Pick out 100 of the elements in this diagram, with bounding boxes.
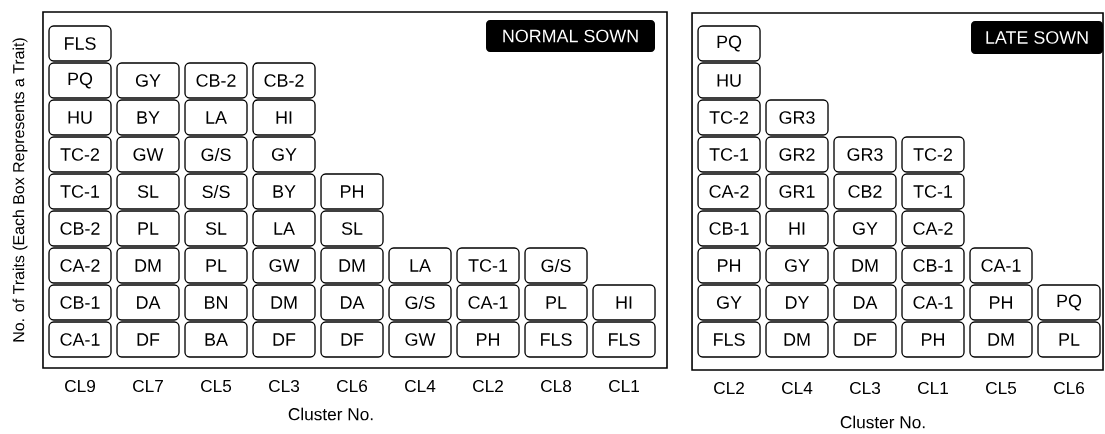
trait-box: GW (116, 136, 180, 173)
cluster-label: CL3 (269, 379, 300, 393)
trait-box: FLS (524, 321, 588, 358)
trait-box: GR3 (765, 99, 829, 136)
trait-box: LA (184, 99, 248, 136)
trait-box: G/S (388, 284, 452, 321)
trait-box: TC-2 (48, 136, 112, 173)
trait-box: GR2 (765, 136, 829, 173)
trait-box: PH (456, 321, 520, 358)
cluster-label: CL4 (782, 381, 813, 395)
trait-box: CA-1 (901, 284, 965, 321)
trait-box: CA-2 (48, 247, 112, 284)
trait-box: PH (697, 247, 761, 284)
trait-box: S/S (184, 173, 248, 210)
trait-box: DF (116, 321, 180, 358)
trait-box: CB-2 (184, 62, 248, 99)
trait-box: FLS (697, 321, 761, 358)
axis-title: Cluster No. (288, 407, 373, 421)
trait-box: GW (388, 321, 452, 358)
trait-box: CA-2 (697, 173, 761, 210)
trait-box: DA (320, 284, 384, 321)
title-badge: NORMAL SOWN (486, 20, 655, 52)
panel-frame (42, 11, 668, 369)
trait-box: TC-1 (901, 173, 965, 210)
trait-box: GY (765, 247, 829, 284)
trait-box: CA-2 (901, 210, 965, 247)
trait-box: DM (833, 247, 897, 284)
trait-box: DY (765, 284, 829, 321)
trait-box: LA (388, 247, 452, 284)
trait-box: TC-1 (456, 247, 520, 284)
trait-box: GR1 (765, 173, 829, 210)
trait-box: PH (320, 173, 384, 210)
trait-box: HI (592, 284, 656, 321)
trait-box: HU (697, 62, 761, 99)
trait-box: DA (833, 284, 897, 321)
cluster-label: CL3 (850, 381, 881, 395)
cluster-label: CL1 (609, 379, 639, 393)
trait-box: HU (48, 99, 112, 136)
cluster-label: CL4 (405, 379, 436, 393)
trait-box: CA-1 (456, 284, 520, 321)
cluster-label: CL7 (133, 379, 163, 393)
trait-box: GY (833, 210, 897, 247)
trait-box: CA-1 (48, 321, 112, 358)
axis-title: Cluster No. (840, 415, 925, 429)
trait-box: GY (252, 136, 316, 173)
trait-box: PL (116, 210, 180, 247)
trait-box: DM (116, 247, 180, 284)
trait-box: CA-1 (969, 247, 1033, 284)
trait-box: CB-2 (252, 62, 316, 99)
trait-box: SL (184, 210, 248, 247)
trait-box: FLS (592, 321, 656, 358)
trait-box: PL (524, 284, 588, 321)
trait-box: DF (320, 321, 384, 358)
trait-box: TC-1 (48, 173, 112, 210)
trait-box: HI (252, 99, 316, 136)
trait-box: CB-1 (901, 247, 965, 284)
trait-box: CB-1 (48, 284, 112, 321)
cluster-label: CL5 (201, 379, 232, 393)
trait-box: DA (116, 284, 180, 321)
trait-box: TC-1 (697, 136, 761, 173)
trait-box: DM (252, 284, 316, 321)
trait-box: GY (697, 284, 761, 321)
cluster-label: CL2 (714, 381, 744, 395)
trait-box: PH (901, 321, 965, 358)
cluster-label: CL1 (918, 381, 948, 395)
trait-box: FLS (48, 25, 112, 62)
cluster-label: CL8 (541, 379, 572, 393)
trait-box: TC-2 (697, 99, 761, 136)
trait-box: DM (320, 247, 384, 284)
trait-box: G/S (184, 136, 248, 173)
trait-box: PL (184, 247, 248, 284)
trait-box: BY (252, 173, 316, 210)
trait-box: HI (765, 210, 829, 247)
trait-box: G/S (524, 247, 588, 284)
trait-box: PH (969, 284, 1033, 321)
trait-box: PQ (1037, 284, 1101, 321)
trait-box: CB-2 (48, 210, 112, 247)
trait-box: LA (252, 210, 316, 247)
trait-box: CB2 (833, 173, 897, 210)
trait-box: PQ (697, 25, 761, 62)
trait-box: GY (116, 62, 180, 99)
trait-box: BA (184, 321, 248, 358)
trait-box: BN (184, 284, 248, 321)
trait-box: DF (252, 321, 316, 358)
title-badge: LATE SOWN (971, 21, 1103, 54)
trait-box: PQ (48, 62, 112, 99)
cluster-label: CL6 (337, 379, 368, 393)
axis-title: No. of Traits (Each Box Represents a Trait) (12, 38, 28, 342)
trait-box: SL (116, 173, 180, 210)
panel-frame (691, 12, 1104, 371)
trait-box: PL (1037, 321, 1101, 358)
trait-box: CB-1 (697, 210, 761, 247)
cluster-label: CL2 (473, 379, 503, 393)
trait-box: DM (969, 321, 1033, 358)
cluster-label: CL5 (986, 381, 1017, 395)
trait-box: DM (765, 321, 829, 358)
cluster-label: CL9 (65, 379, 95, 393)
trait-box: GR3 (833, 136, 897, 173)
trait-box: TC-2 (901, 136, 965, 173)
trait-box: GW (252, 247, 316, 284)
